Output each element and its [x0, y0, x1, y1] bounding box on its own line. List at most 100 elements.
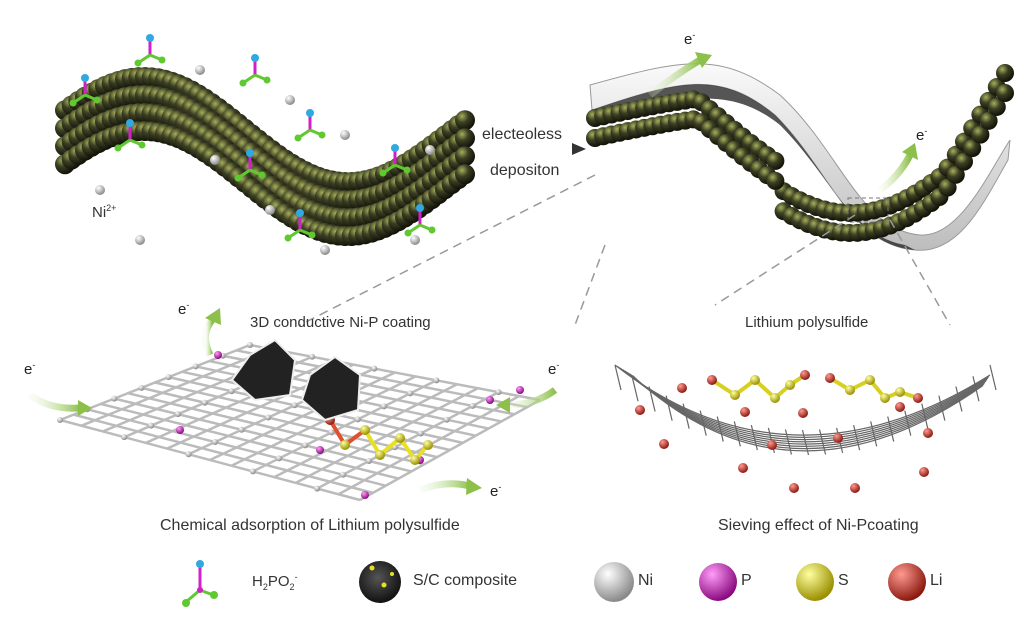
ni-atom: [380, 403, 387, 410]
legend-p-label: P: [741, 572, 752, 589]
li-atom: [738, 463, 748, 473]
p-atom: [486, 396, 494, 404]
ni-ion: [95, 185, 105, 195]
electron-label: e-: [490, 482, 502, 500]
ni-ion: [320, 245, 330, 255]
polysulfide-atom: [770, 393, 780, 403]
ni-atom: [185, 451, 192, 458]
zoom-connector-lines: [299, 174, 951, 326]
arrow-label-top: electeoless: [482, 126, 563, 143]
coated-rod-sphere: [971, 125, 990, 144]
li-atom: [789, 483, 799, 493]
coated-rod-sphere: [963, 139, 982, 158]
polysulfide-atom: [913, 393, 923, 403]
ni-text: Ni: [92, 204, 107, 221]
chain-atom: [340, 440, 350, 450]
ni-atom: [433, 377, 440, 384]
ni-ion: [210, 155, 220, 165]
coated-rod-sphere: [766, 171, 785, 190]
uncoated-rods: [55, 67, 475, 246]
bottom-right-title: Lithium polysulfide: [745, 314, 869, 331]
p-atom: [361, 491, 369, 499]
polysulfide-atom: [845, 385, 855, 395]
grid-atoms: [57, 342, 524, 499]
ni-atom: [192, 363, 199, 370]
ni-atom: [249, 468, 256, 475]
ni-atom: [328, 429, 335, 436]
ni-atom: [201, 399, 208, 406]
ni-atom: [57, 417, 63, 423]
ni-atom: [111, 395, 118, 402]
ni-ion: [410, 235, 420, 245]
coated-rod-sphere: [955, 152, 973, 171]
coated-rod-sphere: [996, 84, 1014, 102]
coated-rod-sphere: [979, 111, 998, 130]
electron-label: e-: [916, 126, 928, 144]
chain-atom: [360, 425, 370, 435]
legend-h2po2-label: H2PO2-: [252, 572, 298, 592]
li-atom: [740, 407, 750, 417]
polysulfide-atom: [865, 375, 875, 385]
polysulfide-atom: [880, 393, 890, 403]
sc-composite-particle: [230, 338, 362, 422]
ni-atom: [371, 365, 378, 372]
ni-atom: [365, 458, 372, 465]
electron-arrow: [877, 153, 914, 193]
p-atom: [316, 446, 324, 454]
ni-atom: [228, 388, 235, 395]
polysulfide-atom: [825, 373, 835, 383]
electron-arrow: [507, 387, 558, 409]
legend-li-icon: [888, 563, 926, 601]
ni-ion: [135, 235, 145, 245]
ni-atom: [212, 439, 219, 446]
ni-atom: [443, 416, 450, 423]
h2po2-molecules: [69, 34, 436, 255]
ni-atom: [469, 402, 476, 409]
ni-atom: [238, 426, 245, 433]
ni-atom: [291, 402, 298, 409]
arrow-label-bottom: depositon: [490, 162, 560, 179]
polysulfide-atom: [800, 370, 810, 380]
legend-li-label: Li: [930, 572, 943, 589]
li-atom: [635, 405, 645, 415]
coated-rod-sphere: [987, 97, 1006, 116]
ni-ion: [285, 95, 295, 105]
ni-atom: [148, 422, 155, 429]
ni-p-grid: [59, 343, 541, 502]
ni-atom: [265, 414, 272, 421]
polysulfide-atoms: [635, 370, 933, 493]
p-atom: [516, 386, 524, 394]
ni-p-mesh: [614, 364, 997, 456]
polysulfide-atom: [730, 390, 740, 400]
legend-s-icon: [796, 563, 834, 601]
ni-ion: [425, 145, 435, 155]
li-atom: [659, 439, 669, 449]
coated-rod-sphere: [938, 178, 957, 197]
rod-sphere: [455, 146, 475, 167]
legend-sc-composite-icon: [359, 561, 401, 603]
ni-charge: 2+: [106, 203, 117, 213]
ni-atom: [174, 411, 181, 418]
li-atom: [833, 433, 843, 443]
coated-rod-sphere: [946, 165, 965, 184]
ni-atom: [417, 430, 424, 437]
ni-atom: [247, 342, 253, 348]
ni-atom: [495, 389, 502, 396]
li-atom: [923, 428, 933, 438]
ni-ion: [340, 130, 350, 140]
ni-atom: [407, 390, 414, 397]
ni-atom: [309, 353, 316, 360]
li-atom: [677, 383, 687, 393]
ni-ion: [265, 205, 275, 215]
li-atom: [895, 402, 905, 412]
polysulfide-atom: [750, 375, 760, 385]
polysulfide-atom: [785, 380, 795, 390]
chain-atom: [423, 440, 433, 450]
polysulfide-atom: [707, 375, 717, 385]
electron-label: e-: [548, 360, 560, 378]
ni-atom: [314, 485, 321, 492]
coated-rod-sphere: [766, 151, 785, 170]
rod-sphere: [455, 164, 475, 185]
ni-atom: [354, 416, 361, 423]
